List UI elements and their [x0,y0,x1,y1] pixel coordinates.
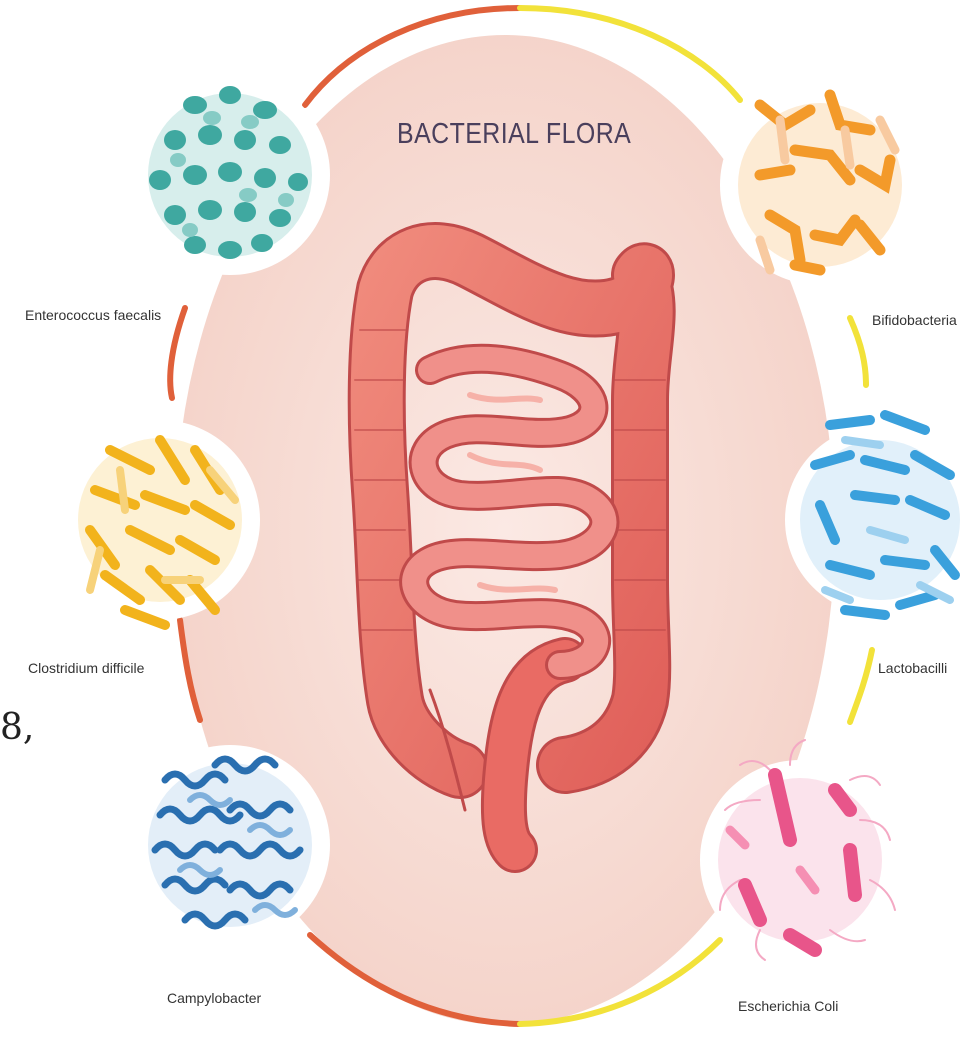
label-clostridium-difficile: Clostridium difficile [28,660,144,676]
arc-right-lower [850,650,872,722]
label-bifidobacteria: Bifidobacteria [872,312,957,328]
diagram-title: BACTERIAL FLORA [397,118,631,151]
arc-left-mid [170,308,185,398]
stray-glyph: 8, [0,710,34,746]
label-lactobacilli: Lactobacilli [878,660,947,676]
label-escherichia-coli: Escherichia Coli [738,998,838,1014]
label-enterococcus-faecalis: Enterococcus faecalis [25,307,161,323]
label-campylobacter: Campylobacter [167,990,261,1006]
arc-right-mid [850,318,866,385]
